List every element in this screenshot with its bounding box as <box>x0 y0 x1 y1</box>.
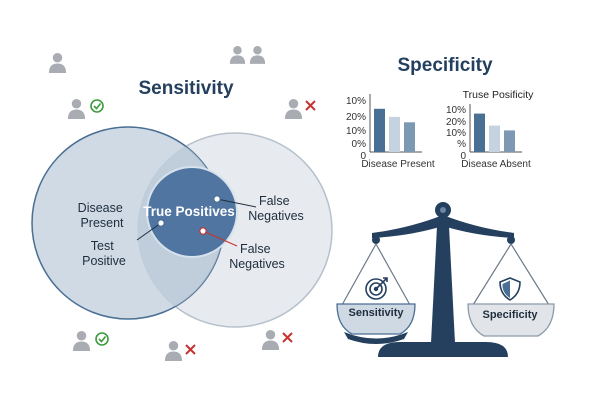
bar-group <box>374 108 415 152</box>
check-icon <box>90 99 104 113</box>
left-pan: Sensitivity <box>336 243 416 344</box>
person-cross-icon <box>261 330 293 350</box>
left-pan-label: Sensitivity <box>348 307 404 319</box>
left-hook <box>372 236 380 244</box>
true-positive-dot <box>157 219 165 227</box>
person-check-icon <box>72 331 109 351</box>
bar <box>389 116 400 152</box>
bar <box>504 130 515 152</box>
test-positive-label: Test Positive <box>82 239 126 268</box>
right-pan: Specificity <box>467 243 555 337</box>
x-axis-label: Disease Absent <box>461 159 531 170</box>
y-tick-label: 20% <box>446 117 466 128</box>
person-icons <box>48 46 316 361</box>
y-tick-label: 10% <box>346 96 366 107</box>
false-negative-pointer-bottom <box>202 230 238 247</box>
true-positive-circle <box>146 166 238 258</box>
cross-icon <box>185 344 196 355</box>
y-tick-label: 10% <box>446 105 466 116</box>
true-positive-pointer <box>136 222 162 241</box>
y-tick-label: 20% <box>346 112 366 123</box>
disease-present-label: Disease Present <box>78 201 127 230</box>
shield-icon <box>499 277 521 301</box>
person-icon <box>48 53 67 73</box>
chart-disease-absent: Truse Posificity 10% 20% 10% % 0 Disease… <box>446 89 534 170</box>
false-negatives-right-label: False Negatives <box>248 194 304 223</box>
pivot-cap <box>440 207 446 213</box>
right-pan-label: Specificity <box>482 309 538 321</box>
y-tick-label: 10% <box>346 126 366 137</box>
false-negative-dot-right <box>213 195 221 203</box>
right-hook <box>507 236 515 244</box>
false-negative-dot-bottom <box>199 227 207 235</box>
specificity-title: Specificity <box>397 55 492 76</box>
balance-scale: Sensitivity Specificity <box>336 202 555 357</box>
scale-beam <box>372 215 514 238</box>
y-tick-label: % <box>457 139 466 150</box>
bar <box>374 108 385 152</box>
cross-icon <box>282 332 293 343</box>
person-check-icon <box>67 99 104 119</box>
false-negative-pointer-right <box>216 198 257 208</box>
chart-disease-present: 10% 20% 10% 0% 0 Disease Present <box>346 94 435 170</box>
cross-icon <box>305 100 316 111</box>
bar <box>404 122 415 152</box>
right-pan-bowl <box>467 303 555 337</box>
y-tick-label: 0% <box>352 139 367 150</box>
true-positives-label: True Positives <box>143 204 235 219</box>
y-tick-label: 0 <box>360 151 366 162</box>
bar <box>474 113 485 152</box>
target-icon <box>365 277 388 300</box>
bar-group <box>474 113 515 152</box>
person-cross-icon <box>284 99 316 119</box>
check-icon <box>95 332 109 346</box>
left-pan-rim <box>344 332 408 344</box>
y-tick-label: 0 <box>460 151 466 162</box>
venn-title: Sensitivity <box>138 78 233 99</box>
venn-diagram: Sensitivity Disease Present Test Positiv… <box>31 78 333 328</box>
bar <box>489 125 500 152</box>
left-pan-bowl <box>336 303 416 335</box>
scale-base <box>378 342 508 357</box>
chart-title: Truse Posificity <box>463 89 535 101</box>
scale-pillar <box>431 226 455 343</box>
x-axis-label: Disease Present <box>361 159 435 170</box>
person-pair-icon <box>229 46 266 64</box>
person-cross-icon <box>164 341 196 361</box>
y-tick-label: 10% <box>446 128 466 139</box>
false-negatives-bottom-label: False Negatives <box>229 242 285 271</box>
